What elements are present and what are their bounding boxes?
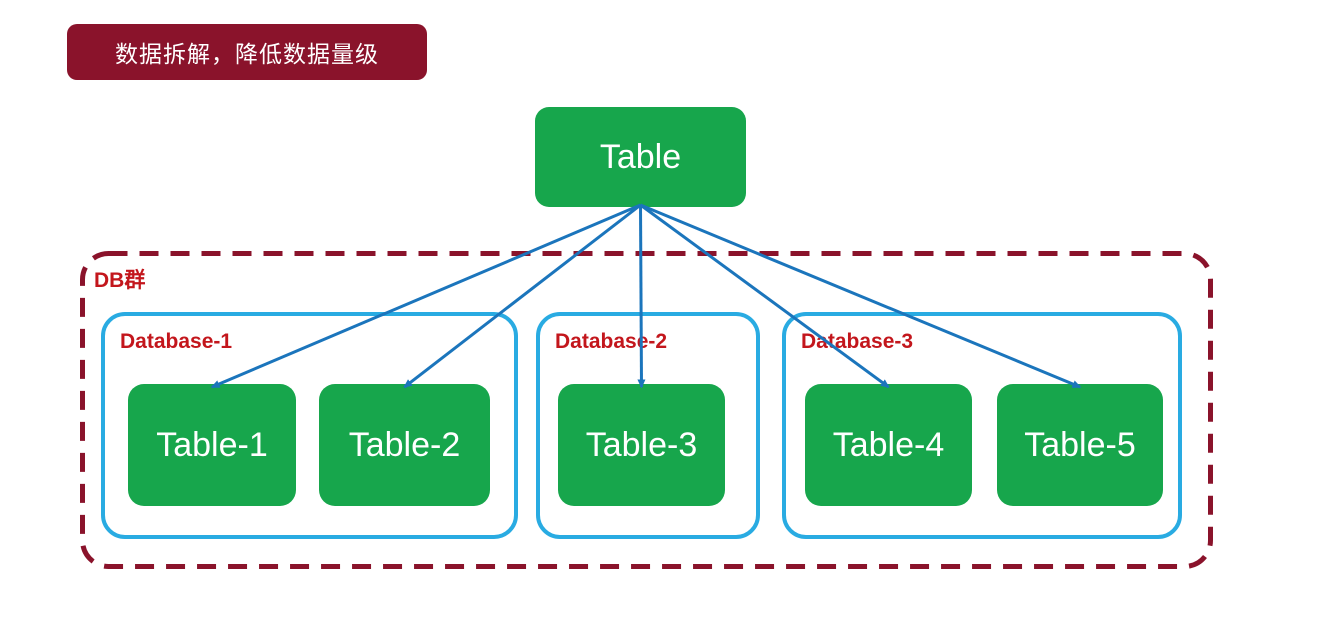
table-2-label: Table-2	[348, 425, 461, 464]
database-2-label: Database-2	[555, 330, 668, 353]
db-cluster-label: DB群	[94, 269, 146, 292]
title-banner: 数据拆解，降低数据量级	[67, 24, 427, 80]
table-5-node: Table-5	[997, 384, 1163, 506]
table-1-label: Table-1	[156, 425, 268, 464]
table-4-node: Table-4	[805, 384, 972, 506]
table-3-label: Table-3	[585, 425, 698, 464]
table-1-node: Table-1	[128, 384, 296, 506]
title-banner-text: 数据拆解，降低数据量级	[115, 42, 379, 67]
table-4-label: Table-4	[832, 425, 945, 464]
table-5-label: Table-5	[1024, 425, 1136, 464]
database-3-label: Database-3	[801, 330, 914, 353]
table-2-node: Table-2	[319, 384, 490, 506]
root-table-label: Table	[599, 137, 682, 176]
root-table-node: Table	[535, 107, 746, 207]
database-1-label: Database-1	[120, 330, 233, 353]
table-3-node: Table-3	[558, 384, 725, 506]
